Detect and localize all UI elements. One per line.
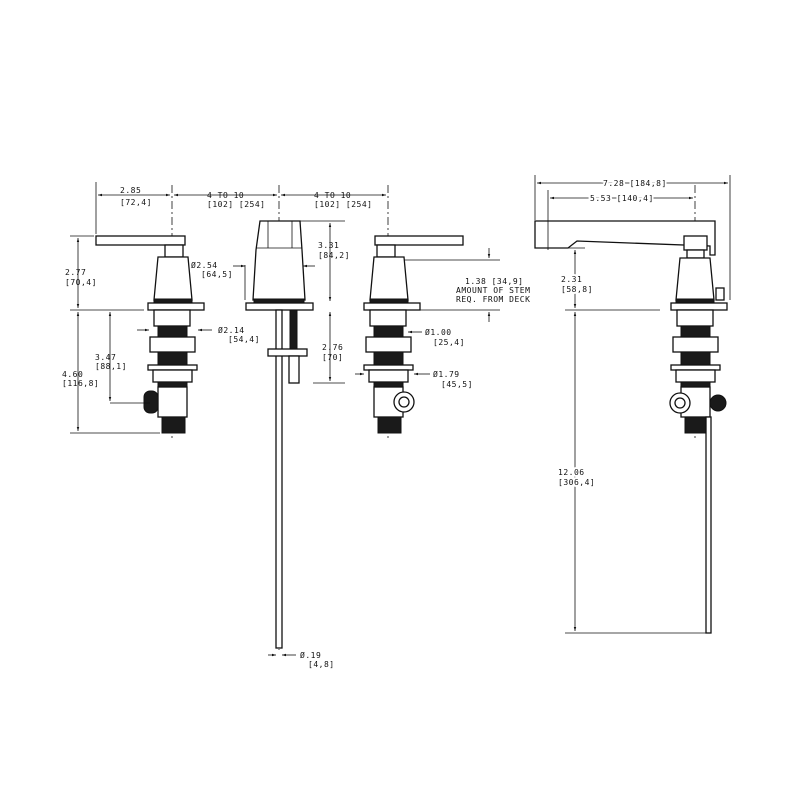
dim-thread-dia: Ø1.00 bbox=[425, 327, 452, 337]
dim-shank-dia-mm: [54,4] bbox=[228, 335, 260, 344]
dim-spout-rod: 12.06 bbox=[558, 468, 585, 477]
dim-shank-dia: Ø2.14 bbox=[218, 325, 245, 335]
dim-spread-right: 4 TO 10 bbox=[314, 191, 351, 200]
dim-spout-clearance: 2.31 bbox=[561, 275, 582, 284]
inlet-fitting-icon bbox=[143, 390, 159, 414]
dim-inlet-depth: 3.47 bbox=[95, 353, 116, 362]
dim-nut-dia: Ø1.79 bbox=[433, 369, 460, 379]
dim-stem-required: 1.38 [34,9] bbox=[465, 277, 523, 286]
dimension-labels: 2.85 [72,4] 4 TO 10 [102] [254] 4 TO 10 … bbox=[62, 177, 668, 669]
dim-spout-overall: 7.28 [184,8] bbox=[603, 179, 667, 188]
dim-rod-dia: Ø.19 bbox=[300, 650, 321, 660]
dim-drain-below-deck-mm: [70] bbox=[322, 353, 343, 362]
dim-handle-height: 2.77 bbox=[65, 268, 86, 277]
dim-rod-dia-mm: [4,8] bbox=[308, 660, 335, 669]
dim-handle-height-mm: [70,4] bbox=[65, 278, 97, 287]
dim-stem-required-note2: REQ. FROM DECK bbox=[456, 295, 530, 304]
dim-spread-left-mm: [102] [254] bbox=[207, 200, 265, 209]
dim-handle-base-dia: Ø2.54 bbox=[191, 260, 218, 270]
left-handle-valve bbox=[95, 185, 205, 440]
dim-handle-reach-mm: [72,4] bbox=[120, 198, 152, 207]
dim-drain-below-deck: 2.76 bbox=[322, 343, 343, 352]
dim-inlet-depth-mm: [88,1] bbox=[95, 362, 127, 371]
dim-total-below-deck-mm: [116,8] bbox=[62, 379, 99, 388]
dim-stem-required-note: AMOUNT OF STEM bbox=[456, 286, 530, 295]
dim-spout-rod-mm: [306,4] bbox=[558, 478, 595, 487]
spout-assembly bbox=[534, 185, 728, 634]
dimension-lines bbox=[70, 175, 731, 657]
dim-drain-knob-height-mm: [84,2] bbox=[318, 251, 350, 260]
dim-spread-left: 4 TO 10 bbox=[207, 191, 244, 200]
dim-spout-reach: 5.53 [140,4] bbox=[590, 194, 654, 203]
dim-total-below-deck: 4.60 bbox=[62, 370, 83, 379]
dim-nut-dia-mm: [45,5] bbox=[441, 380, 473, 389]
dim-handle-base-dia-mm: [64,5] bbox=[201, 270, 233, 279]
dim-drain-knob-height: 3.31 bbox=[318, 241, 339, 250]
dim-handle-reach: 2.85 bbox=[120, 186, 141, 195]
dim-spout-clearance-mm: [58,8] bbox=[561, 285, 593, 294]
right-handle-valve bbox=[363, 185, 464, 440]
dim-thread-dia-mm: [25,4] bbox=[433, 338, 465, 347]
dim-spread-right-mm: [102] [254] bbox=[314, 200, 372, 209]
drain-pop-up bbox=[245, 185, 314, 650]
